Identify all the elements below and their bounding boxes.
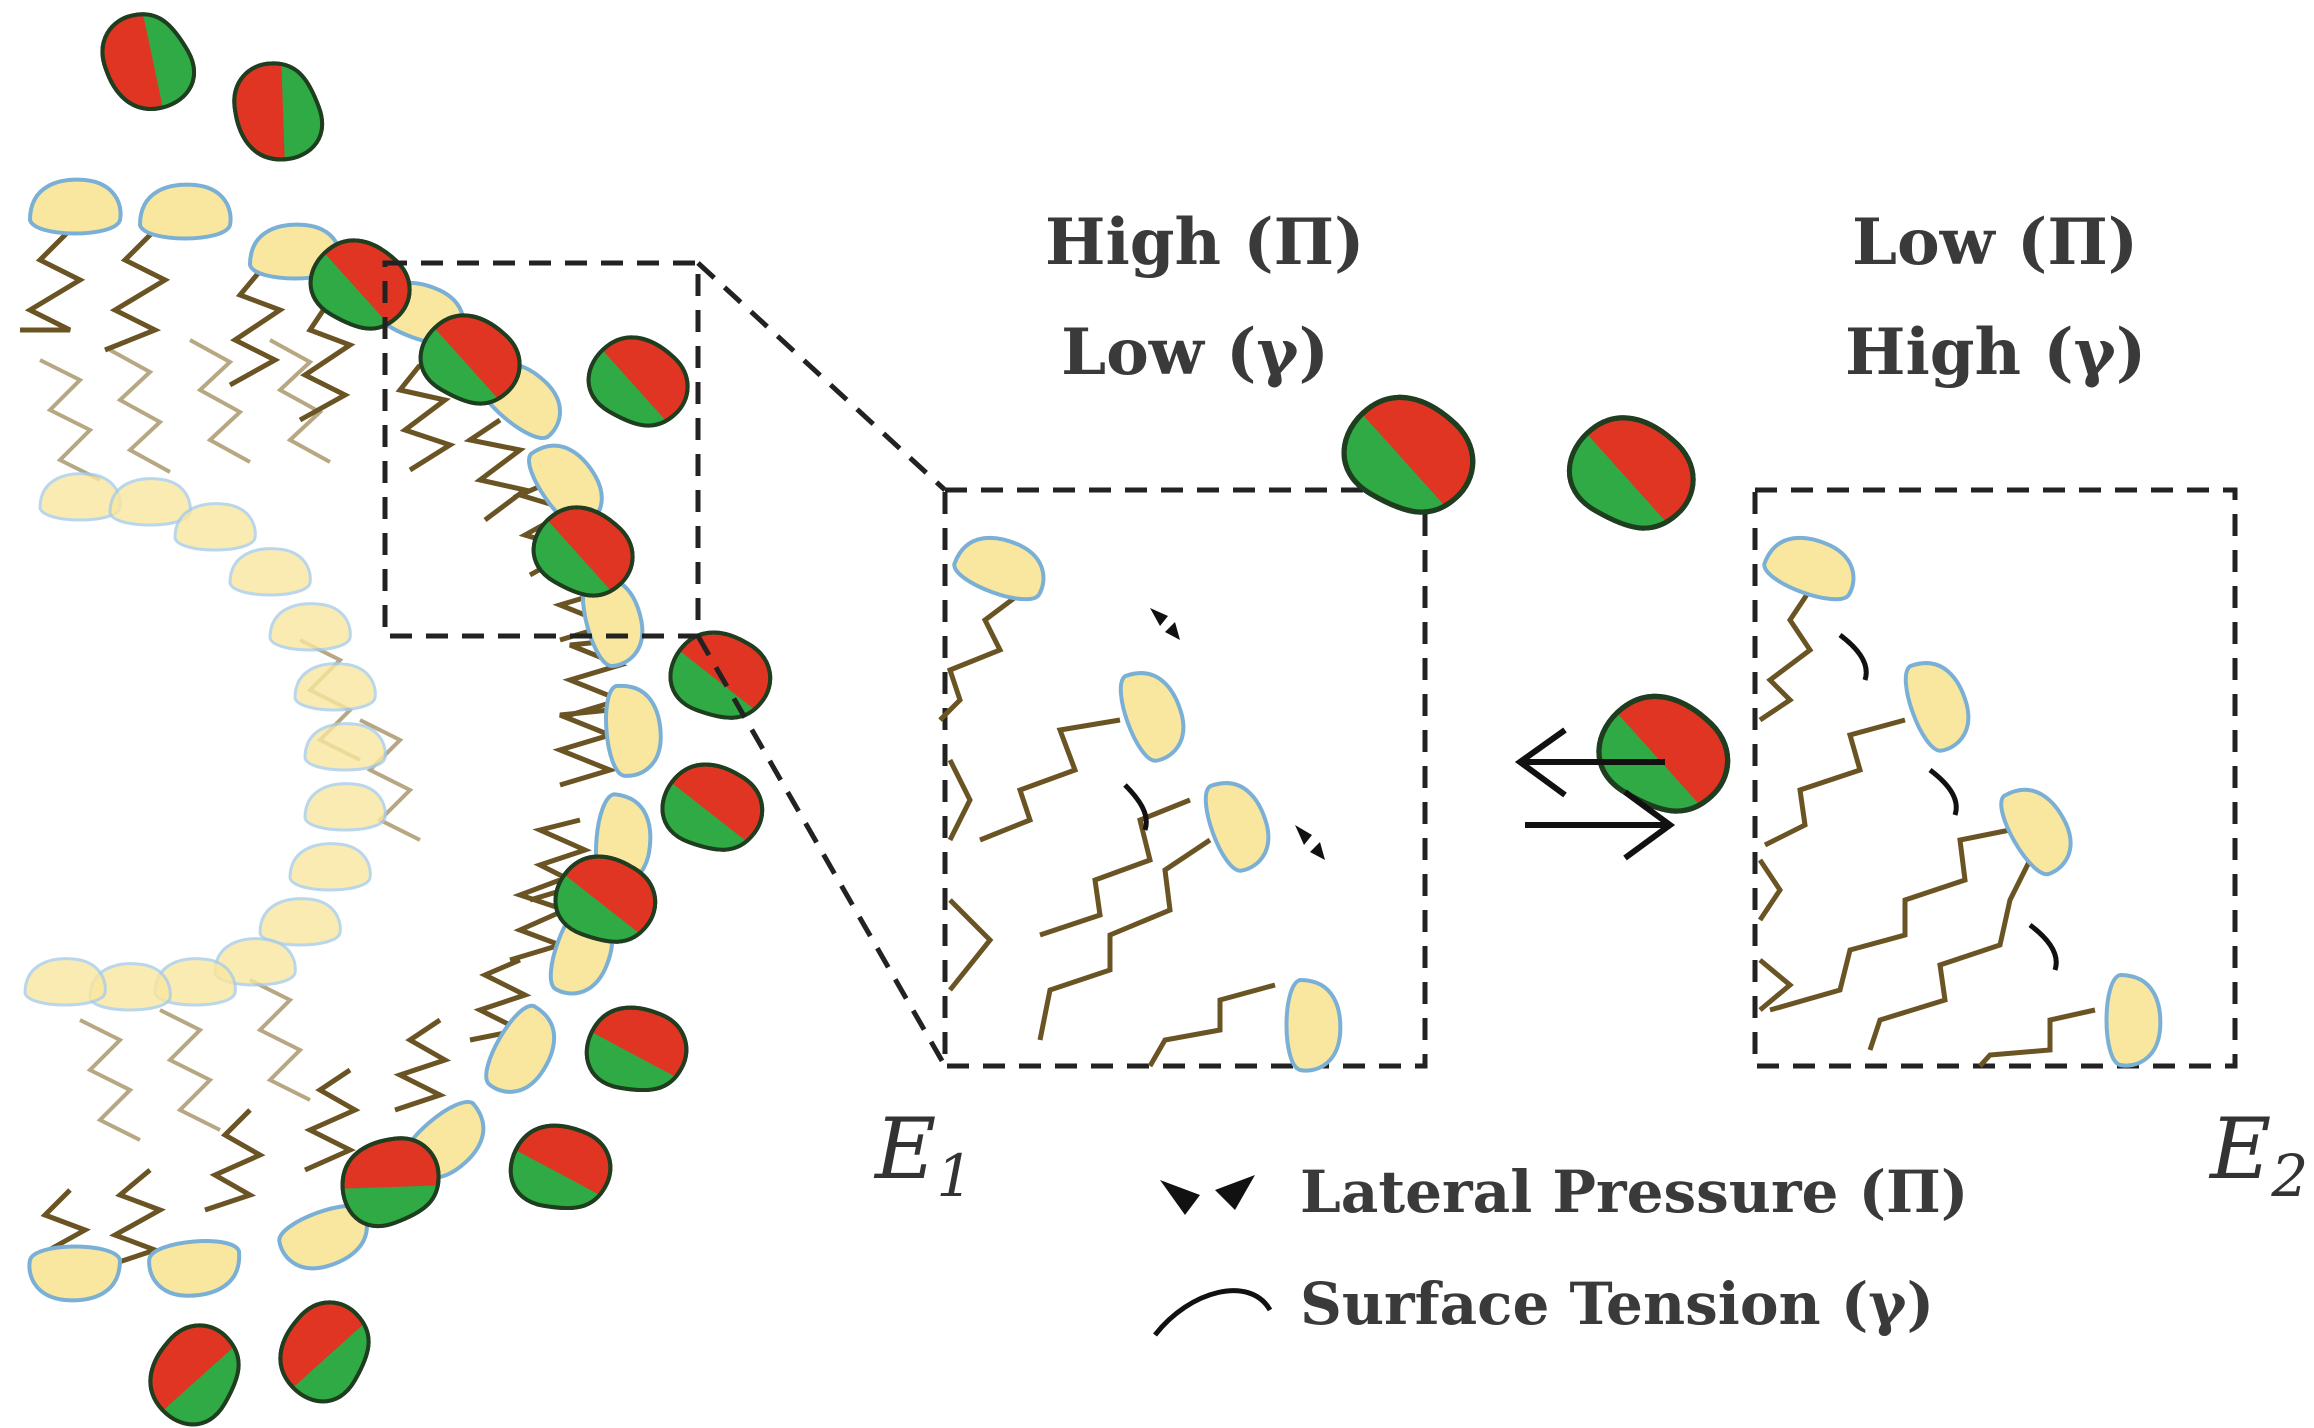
- equilibrium-arrows-icon: [1514, 727, 1676, 861]
- panel-e2: [1752, 487, 2238, 1069]
- pressure-arrows-icon: [1150, 608, 1325, 860]
- zoom-indicator: [382, 260, 948, 1068]
- legend-tension-icon: [1153, 1288, 1273, 1337]
- panel-e1: [938, 376, 1747, 1073]
- e1-state-label: E1: [875, 1100, 974, 1210]
- e2-surface-tension-label: High (γ): [1845, 315, 2147, 390]
- e2-state-label: E2: [2210, 1100, 2309, 1210]
- legend-tension-label: Surface Tension (γ): [1300, 1270, 1935, 1338]
- e2-lateral-pressure-label: Low (Π): [1851, 205, 2139, 280]
- membrane-inner-heads: [23, 472, 387, 1012]
- legend-pressure-icon: [1160, 1175, 1255, 1215]
- legend-pressure-label: Lateral Pressure (Π): [1300, 1158, 1969, 1226]
- e1-lateral-pressure-label: High (Π): [1045, 205, 1365, 280]
- e1-surface-tension-label: Low (γ): [1061, 315, 1329, 390]
